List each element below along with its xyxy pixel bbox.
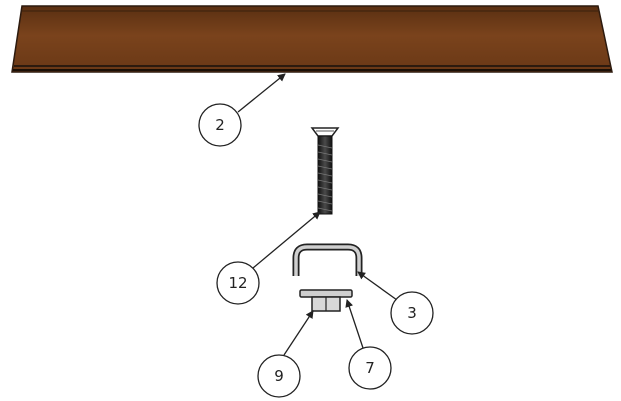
callout-label-2: 2 bbox=[215, 116, 225, 134]
callout-3: 3 bbox=[390, 291, 434, 335]
leader-3 bbox=[357, 271, 398, 301]
leader-7 bbox=[345, 299, 364, 349]
tabletop-part bbox=[11, 5, 613, 73]
leader-12 bbox=[252, 211, 321, 269]
leader-lines bbox=[237, 73, 398, 356]
callout-label-12: 12 bbox=[228, 274, 247, 292]
leader-2 bbox=[237, 73, 286, 113]
leader-9 bbox=[283, 310, 314, 356]
nut-part bbox=[299, 289, 353, 312]
bolt-part bbox=[310, 127, 340, 215]
callout-label-9: 9 bbox=[274, 367, 284, 385]
callout-9: 9 bbox=[257, 354, 301, 398]
callout-12: 12 bbox=[216, 261, 260, 305]
callout-2: 2 bbox=[198, 103, 242, 147]
u-bracket-part bbox=[292, 243, 363, 276]
callout-label-7: 7 bbox=[365, 359, 375, 377]
callout-7: 7 bbox=[348, 346, 392, 390]
callout-label-3: 3 bbox=[407, 304, 417, 322]
